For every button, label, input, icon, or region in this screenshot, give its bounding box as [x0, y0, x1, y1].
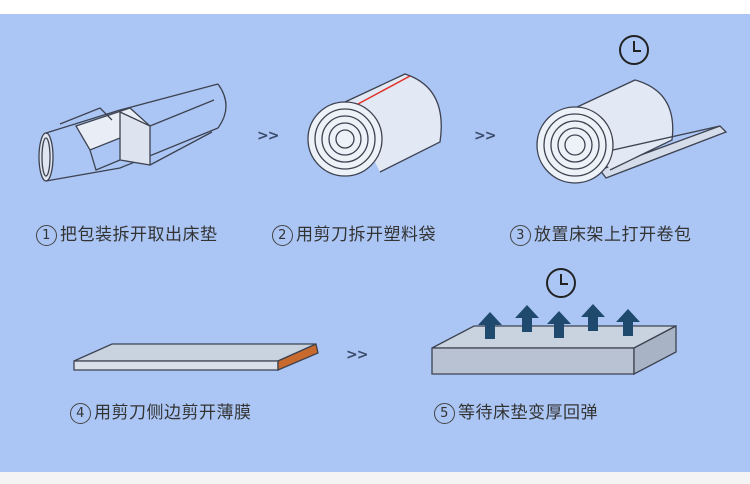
step-number: 1 [36, 225, 57, 246]
step-text: 把包装拆开取出床垫 [60, 225, 218, 245]
step-number: 5 [434, 403, 455, 424]
clock-icon [546, 268, 576, 298]
step-number: 3 [510, 225, 531, 246]
next-arrow: >> [257, 128, 279, 144]
step-number: 2 [272, 225, 293, 246]
next-arrow: >> [346, 347, 368, 363]
clock-icon [619, 35, 649, 65]
flat-mattress-illustration [73, 343, 319, 371]
step-number: 4 [70, 403, 91, 424]
step-text: 用剪刀拆开塑料袋 [296, 225, 436, 245]
step-text: 放置床架上打开卷包 [534, 225, 692, 245]
bottom-strip [0, 472, 750, 484]
unroll-illustration [536, 79, 728, 184]
step-text: 等待床垫变厚回弹 [458, 403, 598, 423]
packaged-roll-illustration [38, 83, 227, 182]
next-arrow: >> [474, 128, 496, 144]
step-text: 用剪刀侧边剪开薄膜 [94, 403, 252, 423]
roll-cut-illustration [307, 73, 442, 177]
up-arrow-icon [478, 304, 640, 339]
